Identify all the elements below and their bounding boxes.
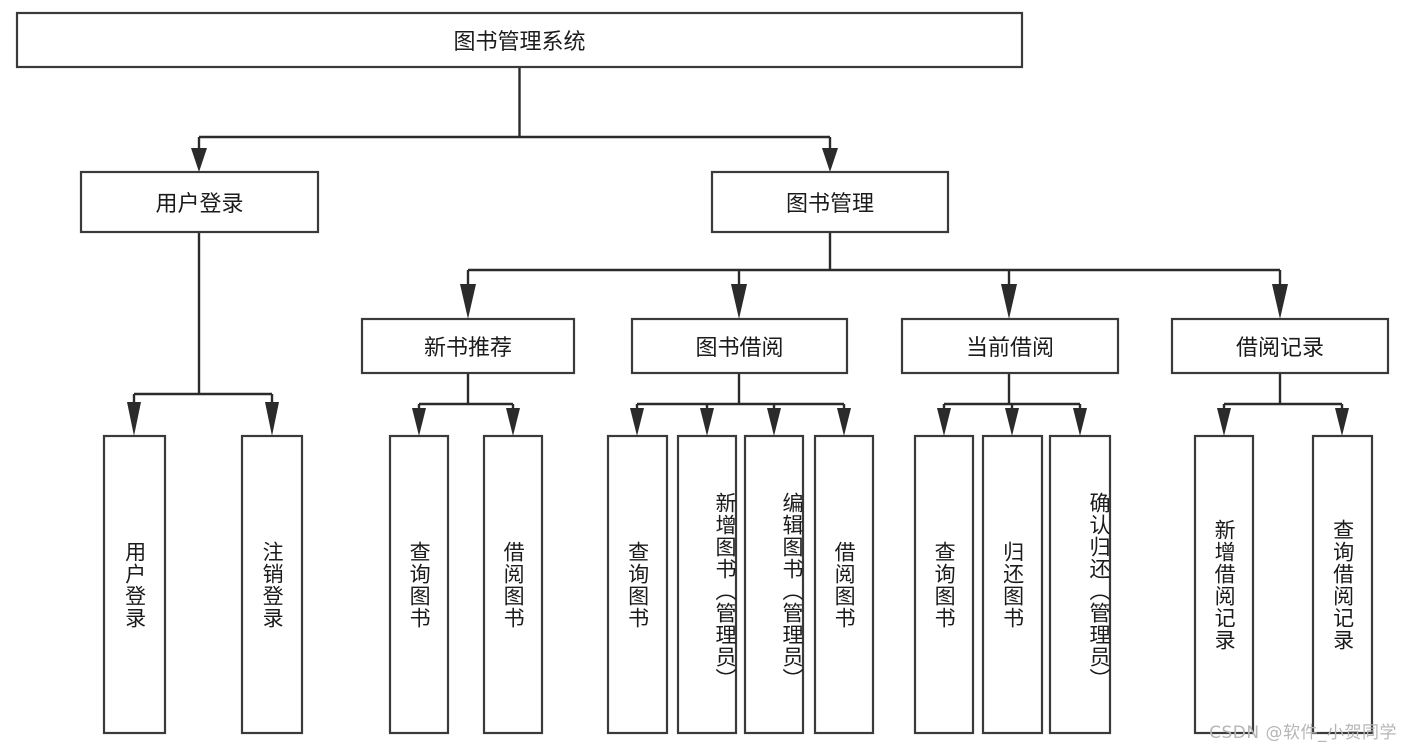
arrow-head-new-book-recommend [460, 284, 476, 319]
arrow-head-book-management [822, 148, 838, 172]
node-book-management-box[interactable] [710, 170, 950, 234]
node-leaf-user-login-box[interactable] [102, 434, 167, 735]
connector-group-book-borrow-to-leaves [630, 373, 851, 436]
arrow-head-leaf-confirm-return-admin [1073, 408, 1087, 436]
node-current-borrow-box[interactable] [900, 317, 1120, 375]
arrow-head-leaf-return-books [1005, 408, 1019, 436]
connector-group-book-management-to-level3 [460, 232, 1288, 319]
node-leaf-confirm-return-admin-box[interactable] [1048, 434, 1112, 735]
connector-group-root-to-level2 [191, 67, 838, 172]
arrow-head-leaf-add-book-admin [700, 408, 714, 436]
arrow-head-current-borrow [1001, 284, 1017, 319]
node-leaf-add-book-admin-box[interactable] [676, 434, 738, 735]
connector-group-borrow-record-to-leaves [1217, 373, 1349, 436]
arrow-head-leaf-user-login [127, 402, 141, 436]
node-book-borrow-box[interactable] [630, 317, 849, 375]
node-leaf-return-books-box[interactable] [981, 434, 1044, 735]
connector-group-user-login-to-leaves [127, 232, 279, 436]
arrow-head-leaf-query-books-1 [412, 408, 426, 436]
arrow-head-leaf-borrow-books-2 [837, 408, 851, 436]
node-leaf-borrow-books-2-box[interactable] [813, 434, 875, 735]
node-leaf-query-books-2-box[interactable] [606, 434, 669, 735]
node-leaf-logout-box[interactable] [240, 434, 304, 735]
arrow-head-leaf-borrow-books-1 [506, 408, 520, 436]
connector-group-current-borrow-to-leaves [937, 373, 1087, 436]
arrow-head-leaf-logout [265, 402, 279, 436]
node-leaf-query-borrow-record-box[interactable] [1311, 434, 1374, 735]
arrow-head-user-login [191, 148, 207, 172]
node-borrow-record-box[interactable] [1170, 317, 1390, 375]
arrow-head-leaf-add-borrow-record [1217, 408, 1231, 436]
node-leaf-query-books-3-box[interactable] [913, 434, 975, 735]
arrow-head-leaf-query-borrow-record [1335, 408, 1349, 436]
arrow-head-leaf-query-books-3 [937, 408, 951, 436]
arrow-head-borrow-record [1272, 284, 1288, 319]
arrow-head-leaf-edit-book-admin [767, 408, 781, 436]
node-leaf-add-borrow-record-box[interactable] [1193, 434, 1255, 735]
node-user-login-box[interactable] [79, 170, 320, 234]
node-root-box[interactable] [15, 11, 1024, 69]
connector-group-new-book-recommend-to-leaves [412, 373, 520, 436]
node-leaf-query-books-1-box[interactable] [388, 434, 450, 735]
arrow-head-book-borrow [731, 284, 747, 319]
node-leaf-edit-book-admin-box[interactable] [743, 434, 805, 735]
node-leaf-borrow-books-1-box[interactable] [482, 434, 544, 735]
arrow-head-leaf-query-books-2 [630, 408, 644, 436]
csdn-watermark: CSDN @软件_小贺同学 [1209, 723, 1397, 743]
node-new-book-recommend-box[interactable] [360, 317, 576, 375]
